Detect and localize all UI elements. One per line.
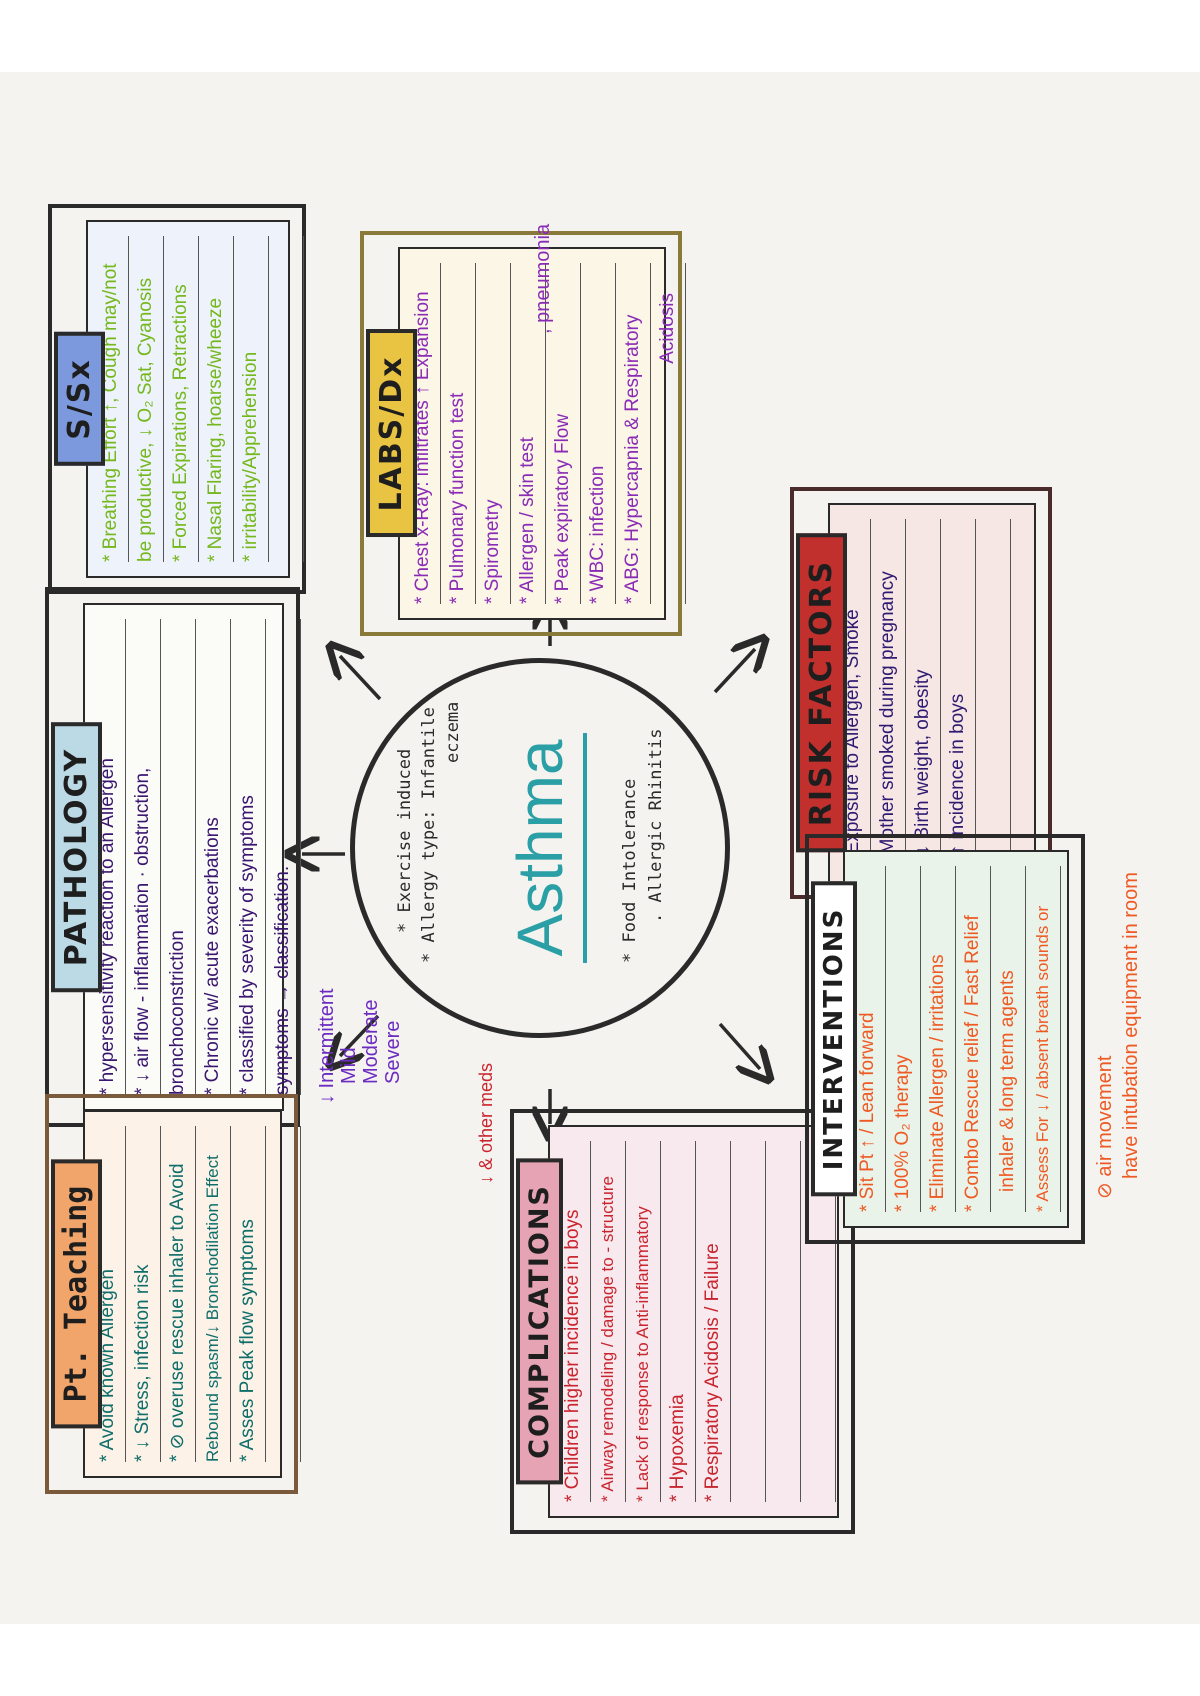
pathology-card: PATHOLOGY * hypersensitivity reaction to…: [45, 587, 301, 1127]
list-item: * Assess For ↓ / absent breath sounds or: [1026, 866, 1061, 1212]
list-item: * 100% O₂ therapy: [886, 866, 921, 1212]
list-item: * ↓ Stress, infection risk: [126, 1126, 161, 1462]
list-item: * ↓ air flow - inflammation · obstructio…: [126, 619, 161, 1095]
list-item: Acidosis: [651, 263, 686, 604]
list-item: symptoms → classification.: [266, 619, 301, 1095]
hub-note: eczema: [443, 701, 463, 763]
complications-list: * Children higher incidence in boys * Ai…: [556, 1141, 836, 1502]
asthma-hub: * Exercise induced * Allergy type: Infan…: [350, 658, 730, 1038]
ssx-title: S/Sx: [54, 332, 105, 466]
list-item: be productive, ↓ O₂ Sat, Cyanosis: [129, 236, 164, 562]
risk-title: RISK FACTORS: [796, 533, 847, 853]
hub-note: * Food Intolerance: [620, 778, 640, 963]
list-item: bronchoconstriction: [161, 619, 196, 1095]
list-item: * ABG: Hypercapnia & Respiratory: [616, 263, 651, 604]
list-item: [266, 1126, 301, 1462]
arrow-to-teaching: [340, 1014, 380, 1056]
list-item: * Hypoxemia: [661, 1141, 696, 1502]
list-item: * ⊘ overuse rescue inhaler to Avoid: [161, 1126, 196, 1462]
hub-notes-top: * Exercise induced * Allergy type: Infan…: [393, 702, 465, 963]
hub-title: Asthma: [504, 739, 576, 957]
list-item: [766, 1141, 801, 1502]
hub-title-underline: [583, 733, 587, 963]
list-item: [976, 519, 1011, 867]
list-item: * Airway remodeling / damage to - struct…: [591, 1141, 626, 1502]
list-item: * Nasal Flaring, hoarse/wheeze: [199, 236, 234, 562]
labs-title: LABS/Dx: [366, 329, 417, 538]
pathology-list: * hypersensitivity reaction to an Allerg…: [91, 619, 301, 1095]
interventions-body: INTERVENTIONS * Sit Pt ↑ / Lean forward …: [811, 850, 1069, 1228]
teaching-list: * Avoid known Allergen * ↓ Stress, infec…: [91, 1126, 301, 1462]
labs-card: LABS/Dx * Chest x-Ray: infiltrates ↑ Exp…: [360, 231, 686, 636]
risk-list: * Exposure to Allergen, Smoke * Mother s…: [836, 519, 1011, 867]
list-item: * Eliminate Allergen / irritations: [921, 866, 956, 1212]
teaching-card: Pt. Teaching * Avoid known Allergen * ↓ …: [45, 1094, 301, 1494]
list-item: inhaler & long term agents: [991, 866, 1026, 1212]
complications-card: COMPLICATIONS * Children higher incidenc…: [510, 1109, 855, 1534]
ssx-list: * Breathing Effort ↑, Cough may/not be p…: [94, 236, 304, 562]
list-item: * Pulmonary function test: [441, 263, 476, 604]
interventions-title: INTERVENTIONS: [811, 881, 857, 1197]
list-item: * Asses Peak flow symptoms: [231, 1126, 266, 1462]
severity-level: Mild: [338, 1047, 360, 1084]
complications-side-note: ↓ & other meds: [476, 1062, 496, 1184]
pathology-title: PATHOLOGY: [51, 721, 102, 993]
hub-note: * Exercise induced: [395, 748, 415, 933]
arrow-to-risk: [713, 649, 755, 694]
connector-arrows: [0, 72, 1200, 1624]
severity-level: Moderate: [360, 999, 382, 1085]
teaching-body: Pt. Teaching * Avoid known Allergen * ↓ …: [51, 1110, 301, 1478]
risk-body: RISK FACTORS * Exposure to Allergen, Smo…: [796, 503, 1036, 883]
list-item: * Mother smoked during pregnancy: [871, 519, 906, 867]
overflow-note: have intubation equipment in room: [1120, 872, 1142, 1179]
severity-level: Severe: [382, 1020, 404, 1084]
list-item: [269, 236, 304, 562]
severity-level: ↓ Intermittent: [316, 988, 338, 1104]
list-item: * Respiratory Acidosis / Failure: [696, 1141, 731, 1502]
interventions-overflow-notes: ⊘ air movement have intubation equipment…: [1092, 872, 1144, 1219]
list-item: * ↓ Birth weight, obesity: [906, 519, 941, 867]
overflow-note: ⊘ air movement: [1094, 1055, 1116, 1199]
complications-title: COMPLICATIONS: [516, 1158, 563, 1485]
list-item: * Combo Rescue relief / Fast Relief: [956, 866, 991, 1212]
list-item: * Spirometry: [476, 263, 511, 604]
pathology-body: PATHOLOGY * hypersensitivity reaction to…: [51, 603, 301, 1111]
list-item: * ↑ incidence in boys: [941, 519, 976, 867]
list-item: * WBC: infection: [581, 263, 616, 604]
hub-note: . Allergic Rhinitis: [646, 728, 666, 923]
ssx-card: S/Sx * Breathing Effort ↑, Cough may/not…: [48, 204, 306, 594]
list-item: * irritability/Apprehension: [234, 236, 269, 562]
arrow-to-interventions: [718, 1022, 760, 1069]
hub-note: * Allergy type: Infantile: [419, 707, 439, 963]
list-item: * Lack of response to Anti-inflammatory: [626, 1141, 661, 1502]
rotated-mind-map: PATHOLOGY * hypersensitivity reaction to…: [0, 72, 1200, 1624]
severity-levels: ↓ Intermittent Mild Moderate Severe: [316, 988, 404, 1104]
list-item: * Forced Expirations, Retractions: [164, 236, 199, 562]
list-item: [731, 1141, 766, 1502]
labs-side-note: , pneumonia: [532, 223, 554, 334]
interventions-list: * Sit Pt ↑ / Lean forward * 100% O₂ ther…: [851, 866, 1061, 1212]
list-item: * Chronic w/ acute exacerbations: [196, 619, 231, 1095]
ssx-body: S/Sx * Breathing Effort ↑, Cough may/not…: [54, 220, 304, 578]
teaching-title: Pt. Teaching: [51, 1159, 102, 1429]
hub-notes-bottom: * Food Intolerance . Allergic Rhinitis: [617, 729, 669, 963]
list-item: Rebound spasm/↓ Bronchodilation Effect: [196, 1126, 231, 1462]
note-sheet: PATHOLOGY * hypersensitivity reaction to…: [0, 72, 1200, 1624]
arrow-to-ssx: [340, 656, 382, 701]
list-item: * classified by severity of symptoms: [231, 619, 266, 1095]
interventions-card: INTERVENTIONS * Sit Pt ↑ / Lean forward …: [805, 834, 1085, 1244]
complications-body: COMPLICATIONS * Children higher incidenc…: [516, 1125, 839, 1518]
